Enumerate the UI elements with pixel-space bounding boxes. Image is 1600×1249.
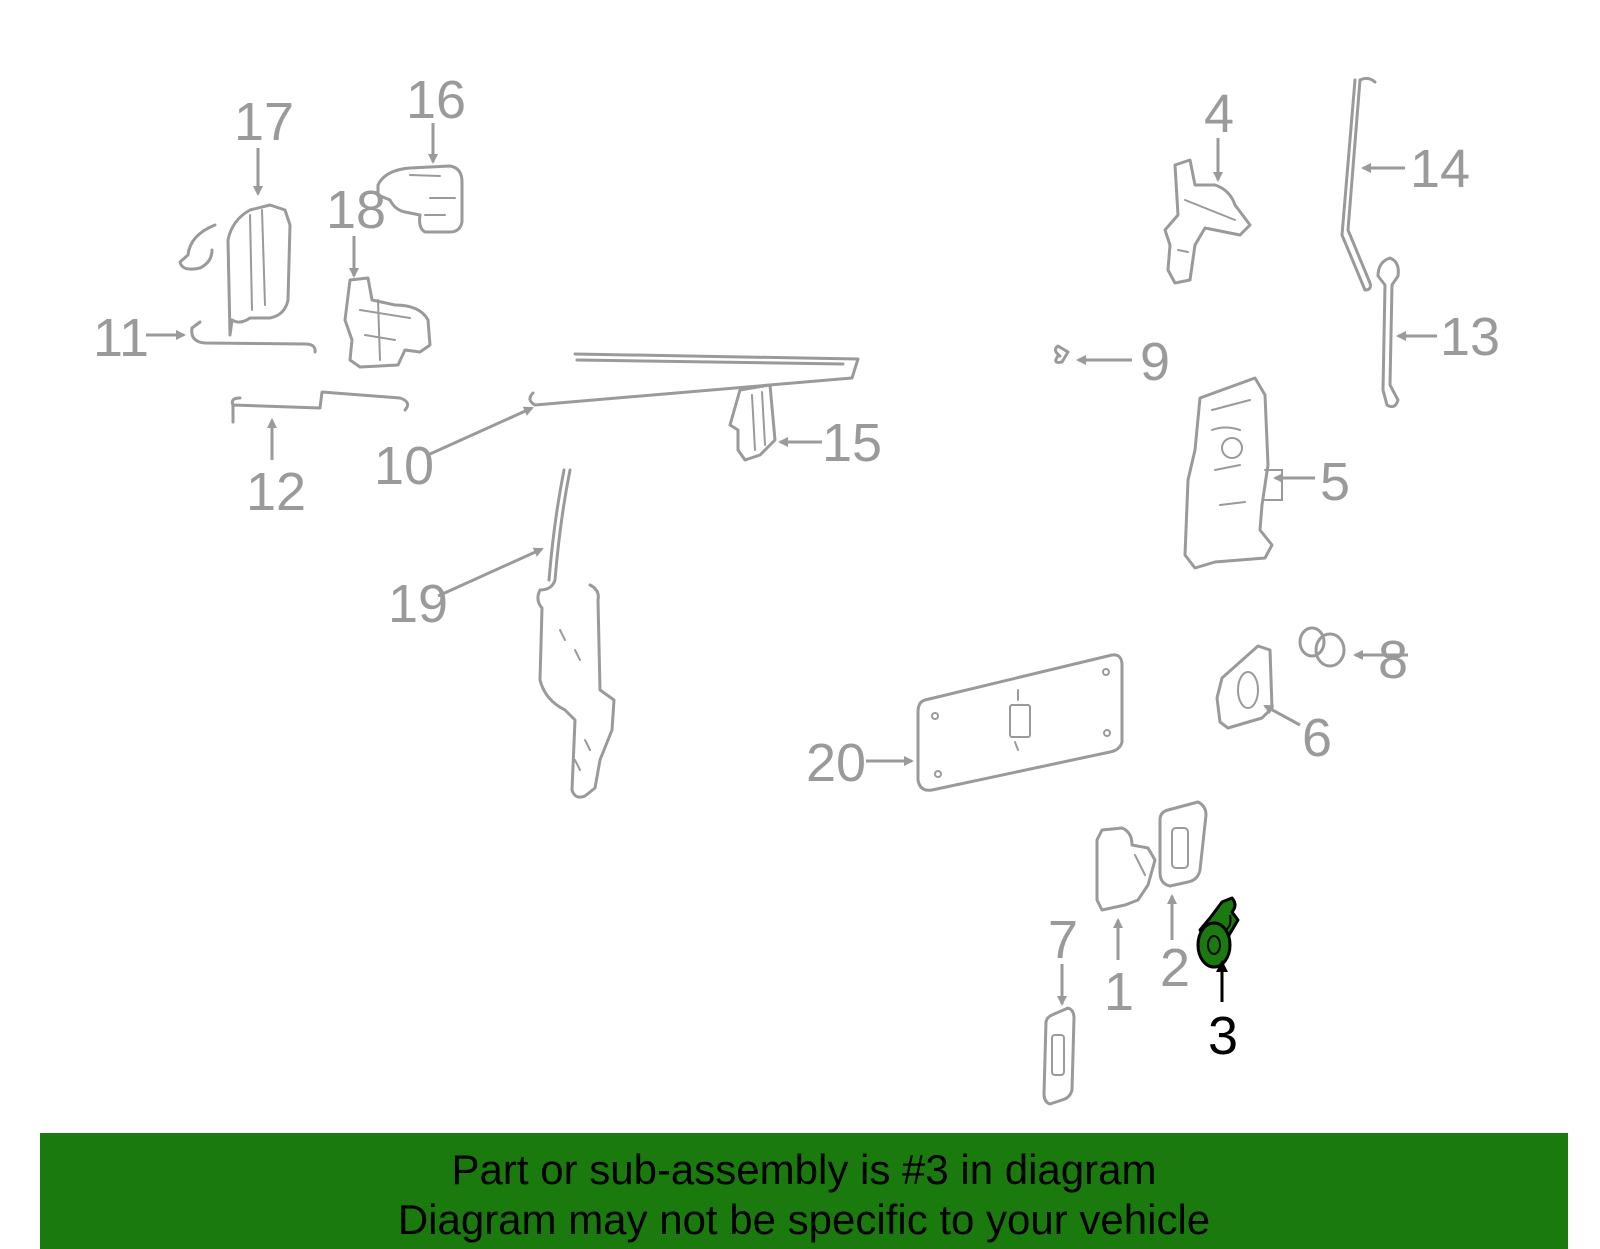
part-7-plate[interactable]: [1042, 964, 1076, 1106]
callout-6: 6: [1302, 708, 1332, 768]
banner-line-2: Diagram may not be specific to your vehi…: [397, 1196, 1211, 1243]
callout-17: 17: [234, 92, 294, 152]
part-18-lock-mechanism[interactable]: [343, 236, 432, 369]
callout-15: 15: [822, 413, 882, 473]
part-6-cover[interactable]: [1215, 644, 1301, 730]
callout-11: 11: [93, 308, 149, 368]
callout-5: 5: [1320, 452, 1350, 512]
part-19-rod-assembly[interactable]: [437, 468, 616, 799]
callout-8: 8: [1378, 630, 1408, 690]
part-8-grommet[interactable]: [1298, 626, 1408, 668]
callout-1: 1: [1104, 962, 1134, 1022]
part-13-rod[interactable]: [1376, 256, 1437, 409]
callout-19: 19: [388, 574, 448, 634]
part-12-rod[interactable]: [230, 390, 410, 460]
part-5-latch[interactable]: [1183, 376, 1315, 570]
callout-13: 13: [1440, 307, 1500, 367]
part-15-clip[interactable]: [728, 383, 822, 462]
callout-12: 12: [246, 462, 306, 522]
callout-18: 18: [326, 180, 386, 240]
callout-7: 7: [1048, 910, 1078, 970]
callout-2: 2: [1160, 938, 1190, 998]
part-4-bracket[interactable]: [1163, 138, 1252, 285]
part-14-rod[interactable]: [1340, 76, 1405, 292]
banner-line-1: Part or sub-assembly is #3 in diagram: [451, 1146, 1157, 1193]
callout-9: 9: [1140, 332, 1170, 392]
part-17-inside-handle[interactable]: [178, 148, 292, 337]
info-banner: Part or sub-assembly is #3 in diagram Di…: [40, 1133, 1568, 1249]
callout-10: 10: [374, 436, 434, 496]
part-20-panel[interactable]: [866, 653, 1124, 792]
callout-16: 16: [406, 70, 466, 130]
callout-20: 20: [806, 733, 866, 793]
callout-3: 3: [1208, 1006, 1238, 1066]
callout-14: 14: [1410, 139, 1470, 199]
part-1-housing[interactable]: [1095, 826, 1157, 960]
part-10-long-rod[interactable]: [429, 352, 860, 456]
part-11-rod[interactable]: [146, 320, 317, 354]
callout-4: 4: [1204, 84, 1234, 144]
part-2-bezel[interactable]: [1158, 800, 1208, 940]
part-16-bracket[interactable]: [376, 123, 464, 234]
part-3-lock-cylinder-highlighted[interactable]: [1196, 896, 1240, 1002]
part-9-clip[interactable]: [1053, 344, 1132, 365]
